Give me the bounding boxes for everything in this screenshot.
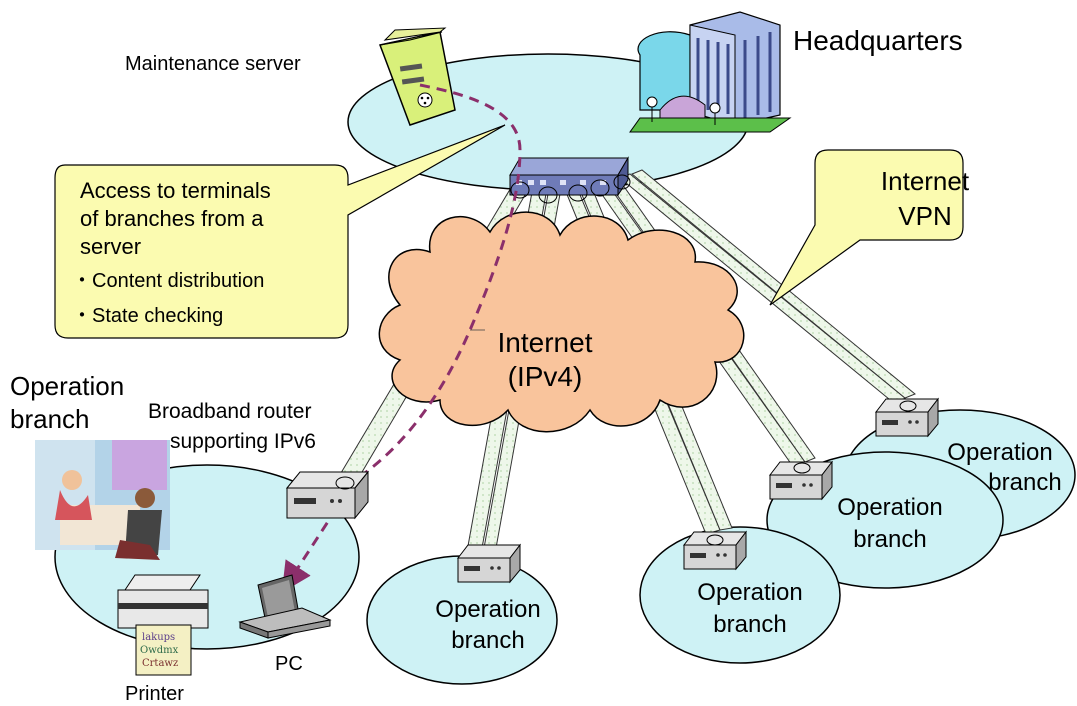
broadband-router-icon <box>285 470 370 520</box>
callout-vpn-line1: Internet <box>881 166 970 196</box>
callout-access-bullet2: ・State checking <box>72 305 223 327</box>
callout-vpn-line2: VPN <box>898 201 951 231</box>
branch-2-label-line1: Operation <box>697 579 802 606</box>
tunnel-branch-4b <box>631 169 916 399</box>
branch-1-label-line1: Operation <box>435 596 540 623</box>
vpn-callout <box>769 149 964 306</box>
svg-text:Owdmx: Owdmx <box>140 645 179 656</box>
branch-4-label-line1: Operation <box>947 439 1052 466</box>
switch-ports <box>510 174 631 204</box>
printer-label: Printer <box>125 683 184 705</box>
router-branch-2-icon <box>682 530 748 571</box>
branch-4-label-line2: branch <box>988 469 1061 496</box>
callout-access-line3: server <box>80 234 141 259</box>
printer-icon: lakups Owdmx Crtawz <box>117 574 209 676</box>
access-callout <box>54 124 506 339</box>
branch-3-label-line1: Operation <box>837 494 942 521</box>
callout-access-line1: Access to terminals <box>80 178 271 203</box>
server-icon <box>378 27 456 126</box>
switch-icon <box>509 156 629 197</box>
maintenance-server-label: Maintenance server <box>125 53 301 75</box>
branch-3-label-line2: branch <box>853 526 926 553</box>
pc-label: PC <box>275 653 303 675</box>
internet-label-line2: (IPv4) <box>508 361 583 392</box>
branch-2-label-line2: branch <box>713 611 786 638</box>
svg-text:lakups: lakups <box>142 632 175 643</box>
callout-access-line2: of branches from a <box>80 206 264 231</box>
headquarters-label: Headquarters <box>793 25 963 56</box>
router-branch-1-icon <box>456 543 522 584</box>
router-branch-4-icon <box>874 397 940 438</box>
branch-1-label-line2: branch <box>451 627 524 654</box>
router-label-line1: Broadband router <box>148 400 311 423</box>
laptop-icon <box>238 574 332 639</box>
office-workers-icon <box>35 440 170 560</box>
left-branch-label-line2: branch <box>10 404 90 434</box>
internet-label-line1: Internet <box>498 327 593 358</box>
access-path <box>354 83 522 482</box>
left-branch-label-line1: Operation <box>10 371 124 401</box>
svg-text:Crtawz: Crtawz <box>142 658 178 669</box>
callout-access-bullet1: ・Content distribution <box>72 270 264 292</box>
internet-cloud <box>378 211 745 433</box>
router-branch-3-icon <box>768 460 834 501</box>
building-icon <box>629 11 792 133</box>
router-label-line2: supporting IPv6 <box>170 430 316 453</box>
